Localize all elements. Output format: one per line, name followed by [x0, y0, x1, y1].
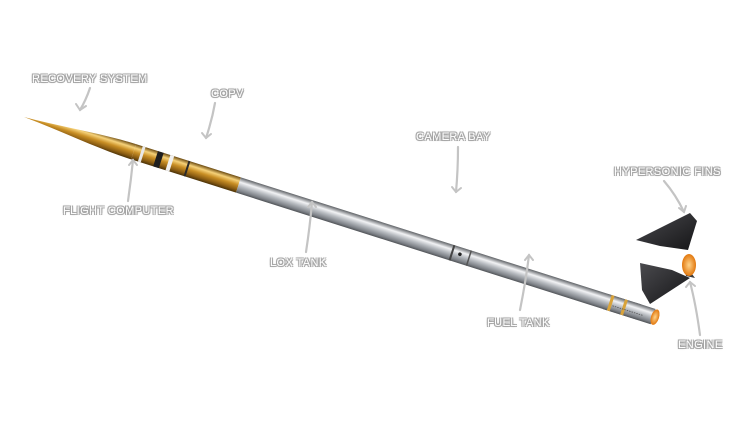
callout-fins	[662, 179, 686, 214]
callout-fuel	[518, 253, 531, 312]
engine-nozzle	[650, 309, 660, 325]
engine-exhaust	[682, 254, 696, 276]
recovery-band	[137, 146, 146, 163]
label-copv: COPV	[211, 88, 244, 100]
fin-can	[603, 293, 656, 325]
arrowhead-fins	[678, 205, 687, 214]
callout-arrowheads	[75, 103, 696, 288]
arrowhead-recovery	[75, 103, 87, 112]
avionics-band	[165, 155, 175, 172]
callout-lines	[78, 86, 702, 337]
copv-band	[183, 160, 191, 177]
label-hypersonic-fins: HYPERSONIC FINS	[614, 166, 721, 178]
rocket	[24, 117, 660, 325]
label-lox-tank: LOX TANK	[270, 257, 327, 269]
callout-flight	[126, 158, 135, 203]
aft-gold-band-2	[620, 299, 628, 316]
camera-lens	[458, 252, 462, 257]
label-recovery-system: RECOVERY SYSTEM	[32, 73, 148, 85]
arrowhead-flight	[128, 158, 138, 166]
label-fuel-tank: FUEL TANK	[487, 317, 550, 329]
aft-gold-band	[606, 295, 615, 312]
arrowhead-copv	[201, 132, 212, 140]
callout-engine	[688, 280, 702, 337]
camera-bay-ring-2	[465, 250, 473, 266]
arrowhead-camera	[451, 186, 462, 194]
label-engine: ENGINE	[678, 339, 723, 351]
callout-lox	[304, 200, 314, 254]
nose-cone	[24, 117, 137, 160]
label-camera-bay: CAMERA BAY	[416, 131, 491, 143]
camera-bay-ring	[448, 244, 456, 261]
callout-copv	[204, 101, 217, 140]
arrowhead-fuel	[524, 253, 534, 261]
lox-tank-body	[236, 177, 642, 320]
label-flight-computer: FLIGHT COMPUTER	[63, 205, 174, 217]
flight-computer-band	[153, 151, 164, 169]
aft-detail-line	[612, 305, 644, 316]
arrowhead-engine	[685, 280, 696, 288]
arrowhead-lox	[307, 200, 317, 208]
upper-fin	[636, 213, 697, 250]
lower-fin	[640, 263, 690, 304]
callout-camera	[454, 145, 460, 194]
